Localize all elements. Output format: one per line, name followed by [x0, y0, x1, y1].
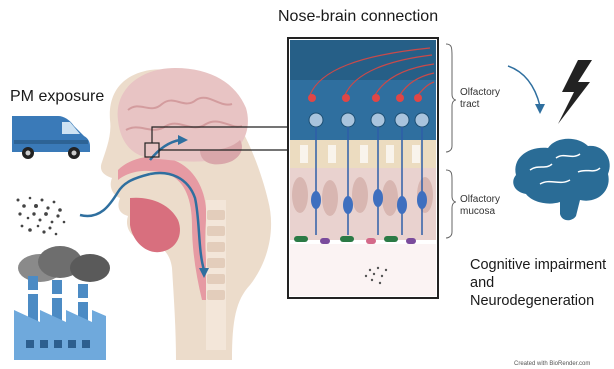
diagram-title: Nose-brain connection: [278, 8, 438, 26]
credit-text: Created with BioRender.com: [514, 361, 590, 367]
nose-brain-inset: [288, 38, 438, 298]
brain-icon: [513, 139, 610, 221]
lightning-icon: [558, 60, 592, 124]
van-icon: [12, 116, 90, 159]
outcome-label: Cognitive impairment and Neurodegenerati…: [470, 256, 614, 310]
pm-particles: [17, 197, 66, 236]
olfactory-tract-label: Olfactory tract: [460, 87, 520, 111]
olfactory-mucosa-bracket: [446, 170, 456, 238]
pm-exposure-label: PM exposure: [10, 88, 104, 106]
factory-icon: [14, 246, 110, 360]
olfactory-tract-bracket: [446, 44, 456, 152]
olfactory-mucosa-label: Olfactory mucosa: [460, 194, 520, 218]
